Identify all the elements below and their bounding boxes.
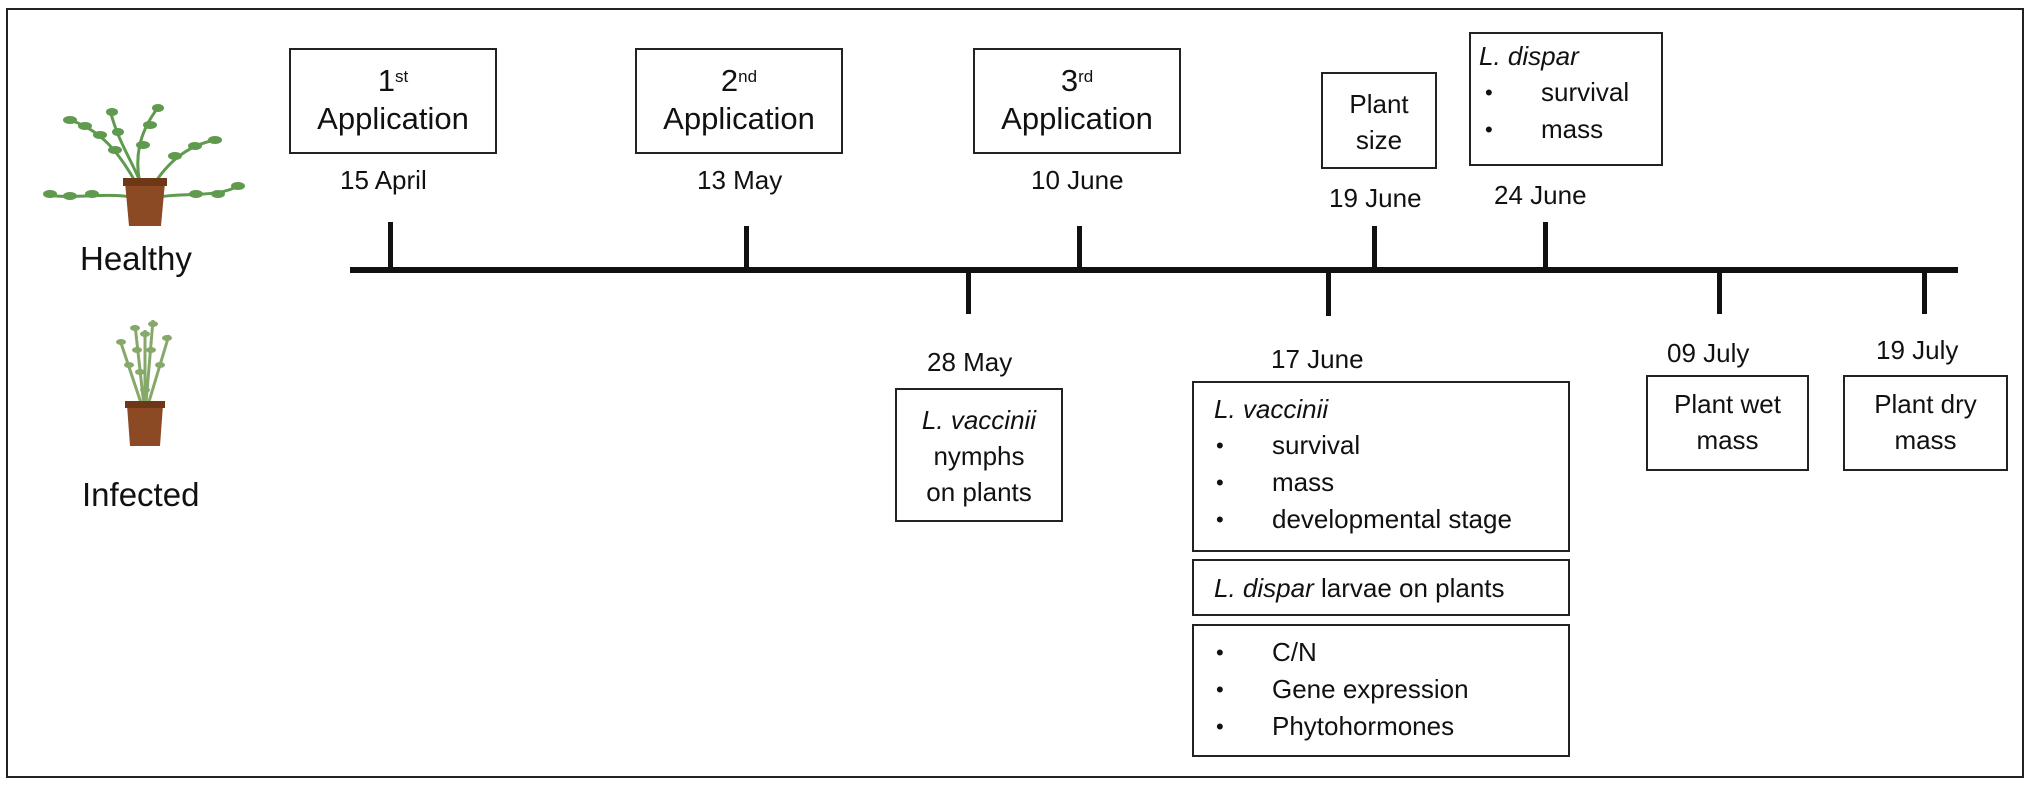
l-vaccinii-nymphs-box: L. vaccinii nymphs on plants bbox=[895, 388, 1063, 522]
healthy-label: Healthy bbox=[80, 240, 192, 277]
date-19-july: 19 July bbox=[1876, 335, 1959, 365]
date-17-june: 17 June bbox=[1271, 344, 1364, 374]
list-item: Phytohormones bbox=[1194, 708, 1568, 745]
l-dispar-larvae-rest: larvae on plants bbox=[1313, 573, 1505, 603]
second-application-label: Application bbox=[663, 101, 815, 136]
l-dispar-larvae-box: L. dispar larvae on plants bbox=[1192, 559, 1570, 616]
plant-wet-mass-line2: mass bbox=[1696, 425, 1759, 455]
plant-wet-mass-line1: Plant wet bbox=[1674, 389, 1781, 419]
date-15-april: 15 April bbox=[340, 165, 427, 195]
tick-24-june bbox=[1543, 222, 1548, 270]
tick-19-july bbox=[1922, 270, 1927, 314]
healthy-plant-icon bbox=[43, 104, 245, 226]
plant-analysis-box: C/N Gene expression Phytohormones bbox=[1192, 624, 1570, 757]
l-vaccinii-measures-box: L. vaccinii survival mass developmental … bbox=[1192, 381, 1570, 552]
tick-09-july bbox=[1717, 270, 1722, 314]
third-application-label: Application bbox=[1001, 101, 1153, 136]
list-item: mass bbox=[1194, 464, 1568, 501]
list-item: Gene expression bbox=[1194, 671, 1568, 708]
tick-10-june bbox=[1077, 226, 1082, 270]
l-dispar-survival-box: L. dispar survival mass bbox=[1469, 32, 1663, 166]
infected-plant-icon bbox=[116, 319, 172, 446]
tick-19-june bbox=[1372, 226, 1377, 270]
plant-dry-mass-line2: mass bbox=[1894, 425, 1957, 455]
date-09-july: 09 July bbox=[1667, 338, 1750, 368]
third-application-ordinal: 3rd bbox=[1060, 63, 1094, 98]
second-application-box: 2nd Application bbox=[635, 48, 843, 154]
l-vaccinii-species: L. vaccinii bbox=[921, 405, 1037, 435]
list-item: C/N bbox=[1194, 634, 1568, 671]
plant-size-line1: Plant bbox=[1349, 89, 1409, 119]
tick-13-may bbox=[744, 226, 749, 270]
date-13-may: 13 May bbox=[697, 165, 783, 195]
plant-analysis-list: C/N Gene expression Phytohormones bbox=[1194, 634, 1568, 745]
tick-15-april bbox=[388, 222, 393, 270]
on-plants-line: on plants bbox=[926, 477, 1032, 507]
l-dispar-larvae-species: L. dispar bbox=[1214, 573, 1314, 603]
date-24-june: 24 June bbox=[1494, 180, 1587, 210]
plant-dry-mass-box: Plant dry mass bbox=[1843, 375, 2008, 471]
date-10-june: 10 June bbox=[1031, 165, 1124, 195]
third-application-box: 3rd Application bbox=[973, 48, 1181, 154]
timeline-axis bbox=[350, 267, 1958, 273]
list-item: survival bbox=[1194, 427, 1568, 464]
l-vaccinii-measures-species: L. vaccinii bbox=[1214, 394, 1329, 424]
l-dispar-larvae-text: L. dispar larvae on plants bbox=[1214, 570, 1568, 606]
plant-wet-mass-box: Plant wet mass bbox=[1646, 375, 1809, 471]
first-application-label: Application bbox=[317, 101, 469, 136]
plant-size-line2: size bbox=[1355, 125, 1403, 155]
date-19-june: 19 June bbox=[1329, 183, 1422, 213]
figure-frame bbox=[6, 8, 2024, 778]
tick-28-may bbox=[966, 270, 971, 314]
first-application-box: 1st Application bbox=[289, 48, 497, 154]
second-application-ordinal: 2nd bbox=[720, 63, 758, 98]
l-dispar-species: L. dispar bbox=[1479, 41, 1579, 71]
first-application-ordinal: 1st bbox=[377, 63, 409, 98]
list-item: developmental stage bbox=[1194, 501, 1568, 538]
date-28-may: 28 May bbox=[927, 347, 1013, 377]
l-vaccinii-measures-list: survival mass developmental stage bbox=[1194, 427, 1568, 538]
l-dispar-list: survival mass bbox=[1463, 74, 1661, 148]
list-item: survival bbox=[1463, 74, 1661, 111]
plant-size-box: Plant size bbox=[1321, 72, 1437, 169]
infected-label: Infected bbox=[82, 476, 200, 513]
plant-dry-mass-line1: Plant dry bbox=[1874, 389, 1977, 419]
list-item: mass bbox=[1463, 111, 1661, 148]
nymphs-line: nymphs bbox=[933, 441, 1025, 471]
tick-17-june bbox=[1326, 270, 1331, 316]
